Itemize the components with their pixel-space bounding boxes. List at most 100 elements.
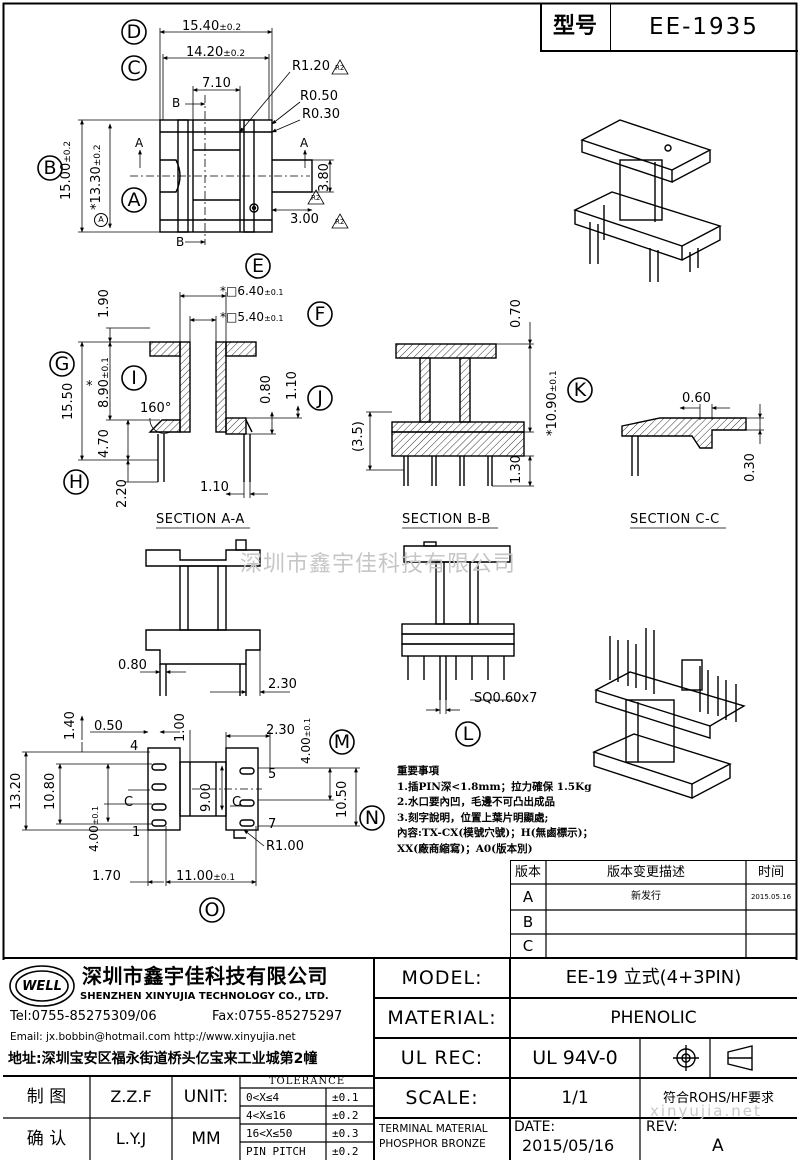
dim-1-90: 1.90 [97,289,112,318]
dim-1-10b: 1.10 [200,480,229,495]
top-view [159,119,313,233]
circle-label-c: C [127,56,141,79]
note-line-5: XX(廠商縮寫)；A0(版本別) [397,842,533,855]
tol-range-3: 16<X≤50 [246,1127,293,1140]
circle-label-b: B [43,156,57,179]
section-aa [148,341,257,482]
dim-5-40: *□5.40±0.1 [220,310,284,324]
dim-9-00: 9.00 [199,783,214,812]
company-logo-text: WELL [22,978,62,994]
r2-mark-1: R2 [335,64,345,72]
dim-10-90: *10.90±0.1 [545,370,560,436]
circle-label-l: L [462,722,474,745]
tol-range-2: 4<X≤16 [246,1109,286,1122]
dim-3-80: 3.80 [317,163,332,192]
technical-drawing [2,2,798,960]
dim-4-70: 4.70 [97,429,112,458]
dim-14-20: 14.20±0.2 [186,45,246,60]
rev-header-time: 时间 [757,864,784,880]
dim-1-30: 1.30 [509,455,524,484]
model-header [540,4,798,52]
tb-terminal-label: TERMINAL MATERIAL [379,1123,488,1135]
dim-15-50: 15.50 [61,382,76,420]
website-watermark: xinyujia.net [650,1102,762,1120]
dim-1-00: 1.00 [173,713,188,742]
star-8-90: * [86,379,93,394]
tb-date-value: 2015/05/16 [522,1136,615,1155]
circle-label-k: K [573,378,587,401]
section-cc-dims [679,404,764,444]
dim-r1-20: R1.20 [292,59,330,74]
company-fax: Fax:0755-85275297 [212,1009,343,1024]
dim-15-00: 15.00±0.2 [59,140,74,200]
bottom-view-dims [22,715,360,886]
rev-header-description: 版本变更描述 [606,864,685,880]
tb-unit-label: UNIT: [183,1086,229,1107]
dim-0-70: 0.70 [509,299,524,328]
note-line-4: 內容:TX-CX(模號穴號)；H(無鹵標示)； [397,827,594,839]
dim-r0-50: R0.50 [300,89,338,104]
dim-13-30: *13.30±0.2 [89,144,104,210]
dim-r0-30: R0.30 [302,107,340,122]
tb-ulrec-value: UL 94V-0 [532,1046,618,1069]
dim-1-10a: 1.10 [285,371,300,400]
dim-10-80: 10.80 [43,772,58,810]
marker-a-right: A [300,136,309,150]
tb-material-label: MATERIAL: [387,1006,497,1029]
tb-rev-label: REV: [646,1119,678,1135]
ul-symbols [673,1045,753,1071]
tb-date-label: DATE: [514,1119,556,1135]
tol-value-1: ±0.1 [332,1091,359,1104]
tb-drawn-label: 制 图 [26,1086,67,1107]
dim-4-00b: 4.00±0.1 [87,805,101,852]
dim-2-30b: 2.30 [266,723,295,738]
rev-row-c-version: C [522,936,534,955]
dim-0-50: 0.50 [94,719,123,734]
section-label-cc: SECTION C-C [630,512,720,527]
company-email: Email: jx.bobbin@hotmail.com http://www.… [10,1031,296,1043]
circle-label-f: F [314,302,326,325]
marker-b-top: B [172,96,181,110]
dim-7-10: 7.10 [202,76,231,91]
dim-0-80b: 0.80 [118,658,147,673]
dim-4-00a: 4.00±0.1 [299,717,313,764]
tb-rohs: 符合ROHS/HF要求 [663,1090,774,1106]
dim-160: 160° [140,401,172,416]
marker-c-right: C [232,795,242,810]
company-name-en: SHENZHEN XINYUJIA TECHNOLOGY CO., LTD. [80,991,329,1002]
rev-row-a-time: 2015.05.16 [750,892,792,901]
tb-model-value: EE-19 立式(4+3PIN) [565,967,742,988]
r2-mark-3: R2 [335,218,345,226]
circle-label-h: H [68,470,84,493]
company-watermark: 深圳市鑫宇佳科技有限公司 [240,552,517,577]
dim-3-00: 3.00 [290,212,319,227]
company-tel: Tel:0755-85275309/06 [10,1009,157,1024]
rev-row-a-version: A [522,887,534,906]
tol-range-1: 0<X≤4 [246,1091,280,1104]
circle-a-mark: A [94,213,108,227]
important-notes: 重要事項 1.插PIN深<1.8mm；拉力確保 1.5Kg 2.水口要內凹，毛邊… [397,764,593,857]
pin-number-1: 1 [132,825,141,840]
note-line-2: 2.水口要內凹，毛邊不可凸出成品 [397,796,555,808]
front-view [145,539,261,696]
tb-check-value: L.Y.J [115,1129,147,1148]
tb-scale-label: SCALE: [405,1086,479,1109]
section-cc [621,417,747,476]
marker-c-left: C [124,795,134,810]
marker-b-bottom: B [176,235,185,249]
dim-1-70: 1.70 [92,869,121,884]
rev-header-version: 版本 [514,864,541,880]
tb-ulrec-label: UL REC: [400,1046,484,1069]
rev-row-a-description: 新发行 [631,891,661,902]
model-header-value: EE-1935 [649,13,759,40]
circle-label-g: G [54,352,70,375]
dim-0-30: 0.30 [743,453,758,482]
dim-11-00: 11.00±0.1 [176,869,236,884]
section-label-aa: SECTION A-A [156,512,245,527]
pin-number-5: 5 [268,767,277,782]
tolerance-title: TOLERANCE [268,1076,346,1087]
tb-model-label: MODEL: [401,966,483,989]
note-line-3: 3.刻字說明，位置上葉片明顯處; [397,811,549,824]
circle-label-e: E [251,254,264,277]
tol-value-2: ±0.2 [332,1109,359,1122]
